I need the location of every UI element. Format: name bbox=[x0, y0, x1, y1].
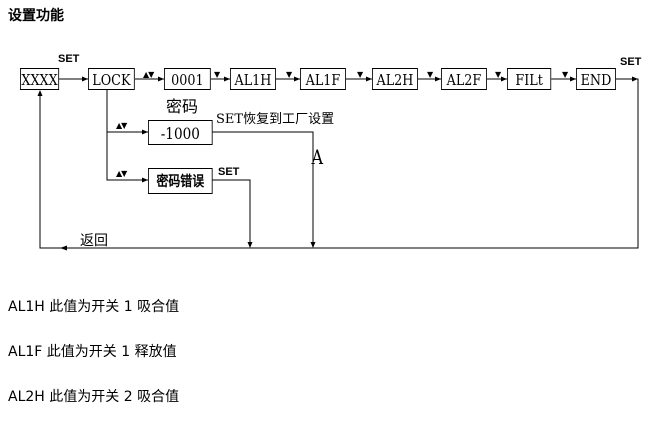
set-label-error: SET bbox=[218, 166, 240, 178]
box-end: END bbox=[576, 68, 616, 90]
down-icon: ▼ bbox=[495, 70, 501, 79]
box-al2f: AL2F bbox=[441, 68, 487, 90]
box-password-error: 密码错误 bbox=[148, 168, 213, 194]
box-al1f: AL1F bbox=[300, 68, 346, 90]
up-down-icon: ▲▼ bbox=[116, 121, 127, 130]
node-a: A bbox=[311, 145, 324, 169]
return-label: 返回 bbox=[80, 233, 108, 249]
up-down-icon: ▲▼ bbox=[143, 70, 154, 79]
down-icon: ▼ bbox=[427, 70, 433, 79]
desc-al1h: AL1H 此值为开关 1 吸合值 bbox=[8, 299, 180, 315]
box-al1h: AL1H bbox=[230, 68, 276, 90]
down-icon: ▼ bbox=[286, 70, 292, 79]
box-reset: -1000 bbox=[148, 120, 213, 145]
reset-note: SET恢复到工厂设置 bbox=[216, 112, 335, 127]
box-al2h: AL2H bbox=[372, 68, 418, 90]
box-lock: LOCK bbox=[88, 68, 135, 90]
section-title: 设置功能 bbox=[8, 8, 64, 24]
down-icon: ▼ bbox=[357, 70, 363, 79]
box-filt: FILt bbox=[507, 68, 552, 90]
box-0001: 0001 bbox=[164, 68, 211, 90]
set-label: SET bbox=[58, 53, 80, 65]
set-label-end: SET bbox=[620, 56, 642, 68]
password-label: 密码 bbox=[166, 97, 199, 116]
desc-al1f: AL1F 此值为开关 1 释放值 bbox=[8, 344, 177, 360]
up-down-icon: ▲▼ bbox=[116, 169, 127, 178]
desc-al2h: AL2H 此值为开关 2 吸合值 bbox=[8, 389, 180, 405]
box-xxxx: XXXX bbox=[20, 68, 60, 90]
down-icon: ▼ bbox=[562, 70, 568, 79]
down-icon: ▼ bbox=[214, 70, 220, 79]
